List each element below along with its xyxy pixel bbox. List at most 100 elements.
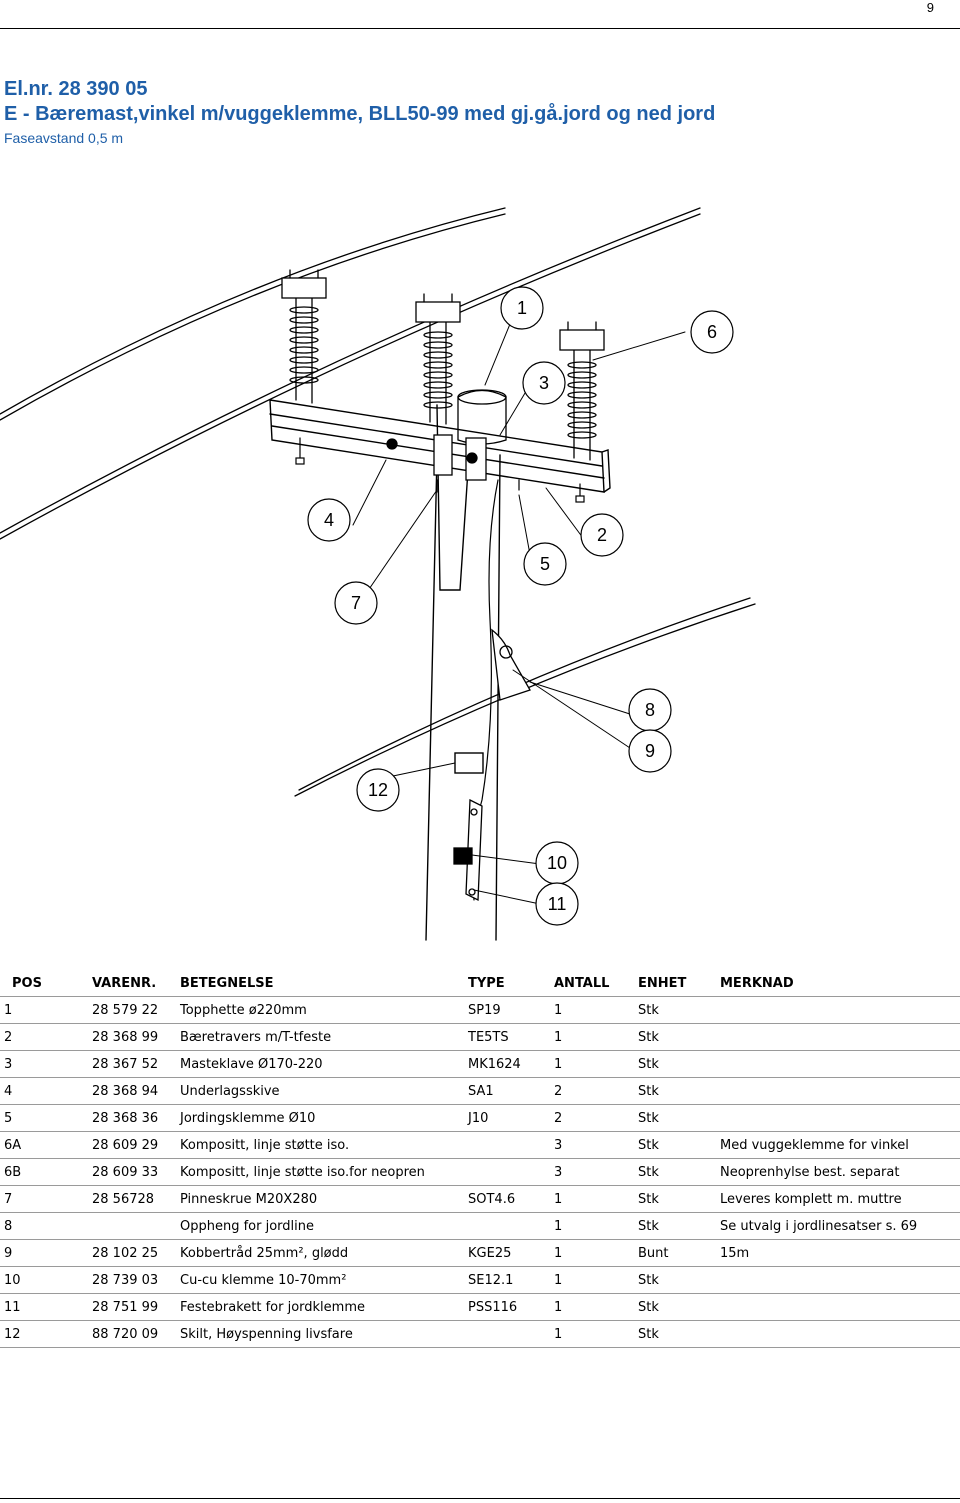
callout-label: 9: [645, 741, 655, 761]
column-header-betegnelse: BETEGNELSE: [176, 970, 464, 997]
callout-label: 8: [645, 700, 655, 720]
cell-enhet: Stk: [634, 1320, 716, 1348]
document-title: E - Bæremast,vinkel m/vuggeklemme, BLL50…: [4, 103, 716, 125]
cell-merknad: Neoprenhylse best. separat: [716, 1158, 960, 1186]
cell-varenr: 28 609 29: [88, 1131, 176, 1159]
document-subtitle: Faseavstand 0,5 m: [4, 130, 124, 146]
cell-merknad: [716, 1050, 960, 1078]
column-header-merknad: MERKNAD: [716, 970, 960, 997]
cell-betegnelse: Topphette ø220mm: [176, 996, 464, 1024]
cell-pos: 6B: [0, 1158, 88, 1186]
cell-varenr: 28 56728: [88, 1185, 176, 1213]
cell-enhet: Stk: [634, 1158, 716, 1186]
cell-pos: 1: [0, 996, 88, 1024]
cell-merknad: [716, 1077, 960, 1105]
pole: [425, 404, 501, 941]
cell-varenr: 28 609 33: [88, 1158, 176, 1186]
cell-antall: 2: [550, 1104, 634, 1132]
cell-betegnelse: Kompositt, linje støtte iso.: [176, 1131, 464, 1159]
callout-label: 6: [707, 322, 717, 342]
callout-circle: [580, 513, 624, 557]
cell-type: MK1624: [464, 1050, 550, 1078]
cell-varenr: 28 368 36: [88, 1104, 176, 1132]
cell-type: [464, 1131, 550, 1159]
cell-enhet: Stk: [634, 1293, 716, 1321]
cell-antall: 1: [550, 1023, 634, 1051]
cell-enhet: Stk: [634, 1077, 716, 1105]
cell-antall: 3: [550, 1158, 634, 1186]
callout-11: 11: [535, 882, 579, 926]
cell-enhet: Stk: [634, 1266, 716, 1294]
cell-merknad: 15m: [716, 1239, 960, 1267]
callout-circle: [523, 542, 567, 586]
el-number: El.nr. 28 390 05: [4, 78, 148, 100]
column-header-varenr: VARENR.: [88, 970, 176, 997]
cell-betegnelse: Jordingsklemme Ø10: [176, 1104, 464, 1132]
cell-betegnelse: Skilt, Høyspenning livsfare: [176, 1320, 464, 1348]
cell-enhet: Stk: [634, 1104, 716, 1132]
cell-varenr: [88, 1212, 176, 1240]
bottom-rule: [0, 1498, 960, 1499]
cell-merknad: [716, 1293, 960, 1321]
callout-label: 4: [324, 510, 334, 530]
cell-pos: 6A: [0, 1131, 88, 1159]
cell-betegnelse: Masteklave Ø170-220: [176, 1050, 464, 1078]
cell-antall: 2: [550, 1077, 634, 1105]
cell-betegnelse: Kompositt, linje støtte iso.for neopren: [176, 1158, 464, 1186]
warning-sign: [454, 752, 484, 774]
callout-label: 7: [351, 593, 361, 613]
cell-type: SA1: [464, 1077, 550, 1105]
cell-pos: 10: [0, 1266, 88, 1294]
callout-5: 5: [523, 542, 567, 586]
cell-varenr: 28 579 22: [88, 996, 176, 1024]
earth-clamp-bracket: [453, 798, 483, 902]
cell-type: KGE25: [464, 1239, 550, 1267]
cell-betegnelse: Cu-cu klemme 10-70mm²: [176, 1266, 464, 1294]
top-rule: [0, 28, 960, 29]
callout-circle: [500, 286, 544, 330]
cell-antall: 1: [550, 1239, 634, 1267]
insulator-left: [281, 269, 327, 404]
callout-label: 5: [540, 554, 550, 574]
cell-antall: 3: [550, 1131, 634, 1159]
cell-merknad: Med vuggeklemme for vinkel: [716, 1131, 960, 1159]
cell-pos: 9: [0, 1239, 88, 1267]
cell-type: SOT4.6: [464, 1185, 550, 1213]
cell-varenr: 28 751 99: [88, 1293, 176, 1321]
cell-merknad: Se utvalg i jordlinesatser s. 69: [716, 1212, 960, 1240]
cell-enhet: Stk: [634, 1050, 716, 1078]
cell-antall: 1: [550, 996, 634, 1024]
cell-pos: 11: [0, 1293, 88, 1321]
callout-4: 4: [307, 498, 351, 542]
cell-betegnelse: Bæretravers m/T-tfeste: [176, 1023, 464, 1051]
earth-hanger: [491, 628, 531, 701]
cell-pos: 8: [0, 1212, 88, 1240]
cell-betegnelse: Kobbertråd 25mm², glødd: [176, 1239, 464, 1267]
cell-enhet: Stk: [634, 1212, 716, 1240]
cell-enhet: Bunt: [634, 1239, 716, 1267]
callout-label: 10: [547, 853, 567, 873]
cell-merknad: [716, 996, 960, 1024]
column-header-pos: POS: [0, 970, 88, 997]
cell-varenr: 28 102 25: [88, 1239, 176, 1267]
parts-table: POS VARENR. BETEGNELSE TYPE ANTALL ENHET…: [0, 970, 960, 1348]
cell-enhet: Stk: [634, 1185, 716, 1213]
callout-1: 1: [500, 286, 544, 330]
cell-merknad: [716, 1023, 960, 1051]
cell-type: SP19: [464, 996, 550, 1024]
cell-enhet: Stk: [634, 1023, 716, 1051]
cell-varenr: 28 739 03: [88, 1266, 176, 1294]
callout-8: 8: [628, 688, 672, 732]
callout-6: 6: [690, 310, 734, 354]
column-header-antall: ANTALL: [550, 970, 634, 997]
